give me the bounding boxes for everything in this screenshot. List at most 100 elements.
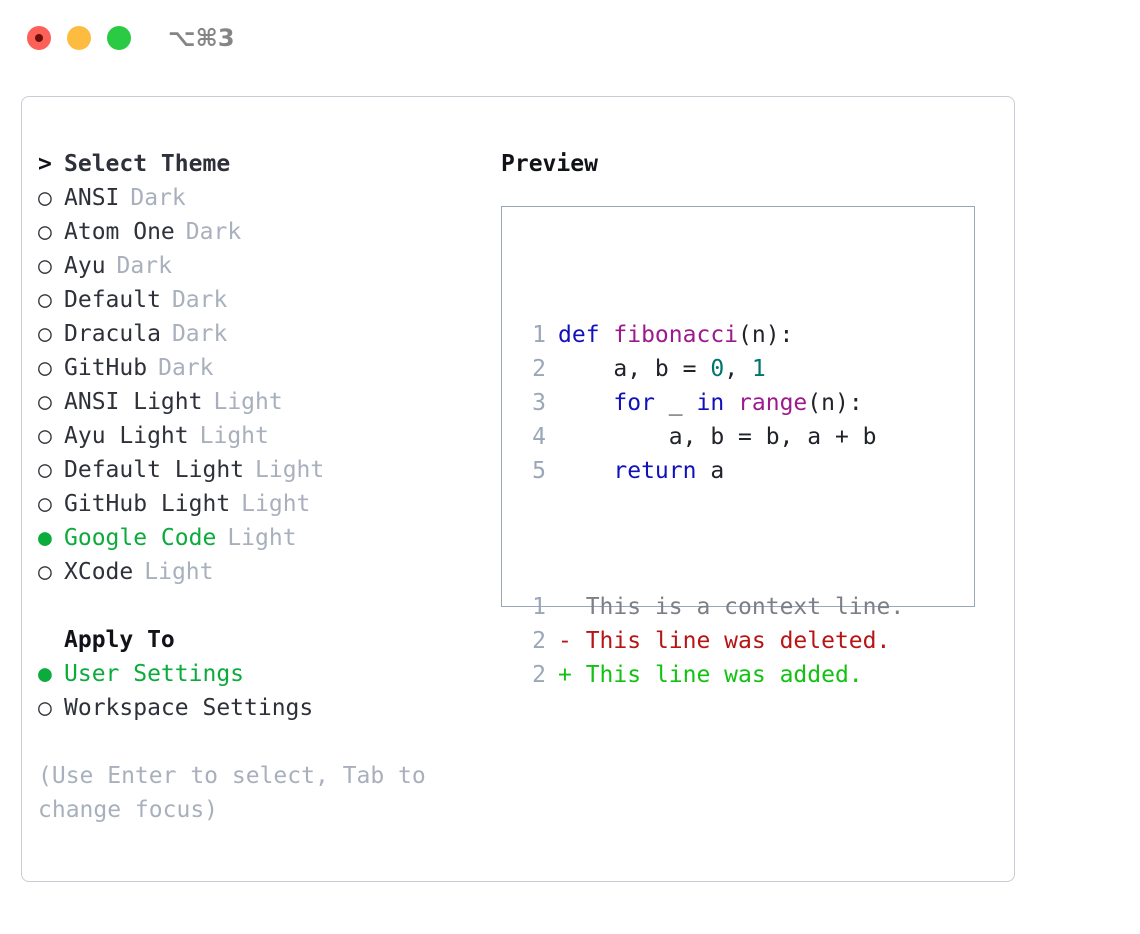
select-theme-header: > Select Theme [38,147,478,181]
code-token: range [738,390,808,416]
theme-list-item[interactable]: ○ XCode Light [38,555,478,589]
theme-list-item[interactable]: ○ Default Light Light [38,453,478,487]
line-number: 3 [532,390,546,416]
theme-variant-badge: Dark [116,253,172,279]
apply-to-label: Workspace Settings [64,695,314,721]
theme-variant-badge: Dark [171,321,228,347]
radio-unselected-icon: ○ [38,253,52,279]
line-number: 5 [532,458,546,484]
radio-unselected-icon: ○ [38,219,52,245]
theme-list-item[interactable]: ○ GitHub Dark [38,351,478,385]
minimize-button[interactable] [67,26,91,50]
line-number: 2 [532,662,546,688]
theme-name: Default Light [64,457,245,483]
radio-unselected-icon: ○ [38,287,52,313]
radio-unselected-icon: ○ [38,695,52,721]
code-token: , [724,356,752,382]
apply-to-item[interactable]: ○ Workspace Settings [38,691,478,725]
diff-line: 2 + This line was added. [520,658,904,692]
code-token: for [613,390,655,416]
line-number: 1 [532,594,546,620]
theme-list-item[interactable]: ○ Ayu Light Light [38,419,478,453]
diff-sign: + [558,662,572,688]
theme-name: Google Code [64,525,217,551]
code-token: (n): [807,390,863,416]
keyboard-shortcut-label: ⌥⌘3 [168,24,235,52]
code-line: 5 return a [520,454,904,488]
apply-to-list: ●User Settings ○ Workspace Settings [38,657,478,725]
theme-name: Dracula [64,321,161,347]
code-token [558,458,613,484]
radio-unselected-icon: ○ [38,559,52,585]
radio-selected-icon: ● [38,525,52,551]
prompt-caret-icon: > [38,151,52,177]
radio-unselected-icon: ○ [38,423,52,449]
apply-to-item[interactable]: ●User Settings [38,657,478,691]
theme-variant-badge: Dark [130,185,186,211]
radio-unselected-icon: ○ [38,321,52,347]
diff-lines: 1 This is a context line. 2- This line wa… [520,590,904,692]
theme-name: ANSI Light [64,389,203,415]
radio-unselected-icon: ○ [38,355,52,381]
line-number: 4 [532,424,546,450]
code-token: a, b = [558,356,711,382]
theme-variant-badge: Dark [185,219,242,245]
theme-name: Default [64,287,161,313]
theme-list-item[interactable]: ○ Ayu Dark [38,249,478,283]
line-number: 2 [532,356,546,382]
code-line: 4 a, b = b, a + b [520,420,904,454]
code-token: (n): [738,322,794,348]
theme-list-item[interactable]: ● Google Code Light [38,521,478,555]
diff-line-text: This is a context line. [558,594,905,620]
theme-name: Ayu [64,253,106,279]
code-line: 2 a, b = 0, 1 [520,352,904,386]
code-line: 3 for _ in range(n): [520,386,904,420]
close-button[interactable] [27,26,51,50]
code-token: fibonacci [613,322,739,348]
theme-variant-badge: Light [144,559,214,585]
window-controls [27,26,131,50]
radio-selected-icon: ● [38,661,52,687]
keyboard-hint: (Use Enter to select, Tab to change focu… [38,763,426,823]
line-number: 2 [532,628,546,654]
theme-name: XCode [64,559,134,585]
theme-name: GitHub [64,355,148,381]
theme-name: ANSI [64,185,120,211]
code-token [558,390,613,416]
zoom-button[interactable] [107,26,131,50]
theme-variant-badge: Light [199,423,269,449]
theme-variant-badge: Light [227,525,297,551]
radio-unselected-icon: ○ [38,389,52,415]
title-bar: ⌥⌘3 [0,0,1140,78]
theme-variant-badge: Dark [158,355,214,381]
radio-unselected-icon: ○ [38,185,52,211]
theme-variant-badge: Light [255,457,325,483]
theme-list-item[interactable]: ○ Dracula Dark [38,317,478,351]
code-token: a, b = b, a + b [558,424,877,450]
diff-text: This line was added. [571,662,863,688]
diff-sign: - [558,628,572,654]
section-spacer [38,589,478,623]
diff-line-text: + This line was added. [558,662,863,688]
select-theme-label: Select Theme [64,151,231,177]
code-token: return [613,458,697,484]
radio-unselected-icon: ○ [38,457,52,483]
diff-sign [558,594,572,620]
diff-text: This is a context line. [571,594,905,620]
theme-name: Ayu Light [64,423,189,449]
code-token: def [558,322,614,348]
theme-list-item[interactable]: ○ ANSI Dark [38,181,478,215]
code-token: 0 [710,356,725,382]
theme-variant-badge: Light [241,491,311,517]
